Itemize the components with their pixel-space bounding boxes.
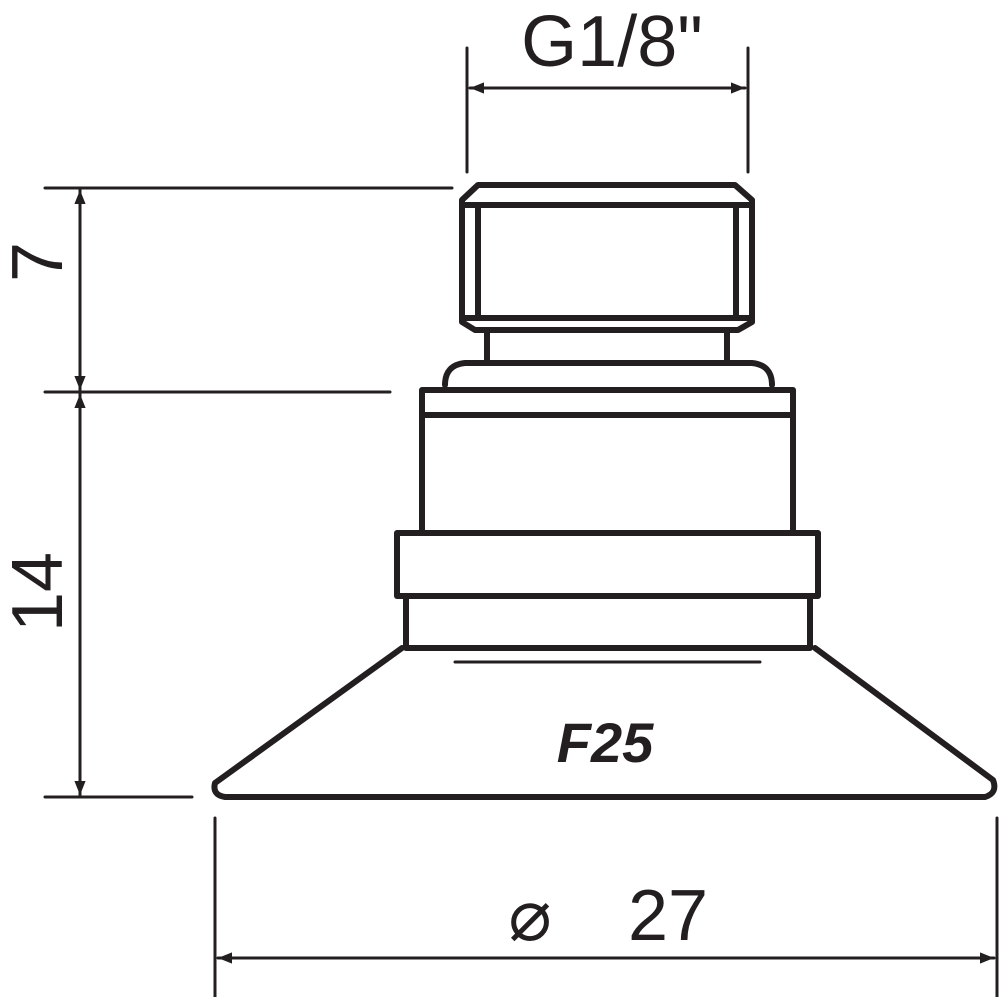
diameter-dimension: ⌀ 27 (213, 816, 999, 997)
cup-lip (211, 645, 998, 800)
diameter-symbol: ⌀ (508, 876, 551, 956)
body-lower (403, 593, 813, 651)
height-dimensions: 7 14 (0, 186, 454, 799)
height-lower-label: 14 (0, 552, 78, 632)
neck (484, 327, 730, 366)
shoulder (442, 360, 775, 388)
diameter-value: 27 (628, 876, 708, 956)
body-upper (419, 387, 796, 533)
flange (394, 530, 821, 599)
thread-section (459, 182, 755, 333)
thread-dimension: G1/8" (465, 2, 750, 174)
suction-cup-part (211, 182, 998, 800)
height-upper-label: 7 (0, 242, 78, 282)
thread-label: G1/8" (521, 2, 703, 82)
part-marking: F25 (557, 711, 654, 774)
